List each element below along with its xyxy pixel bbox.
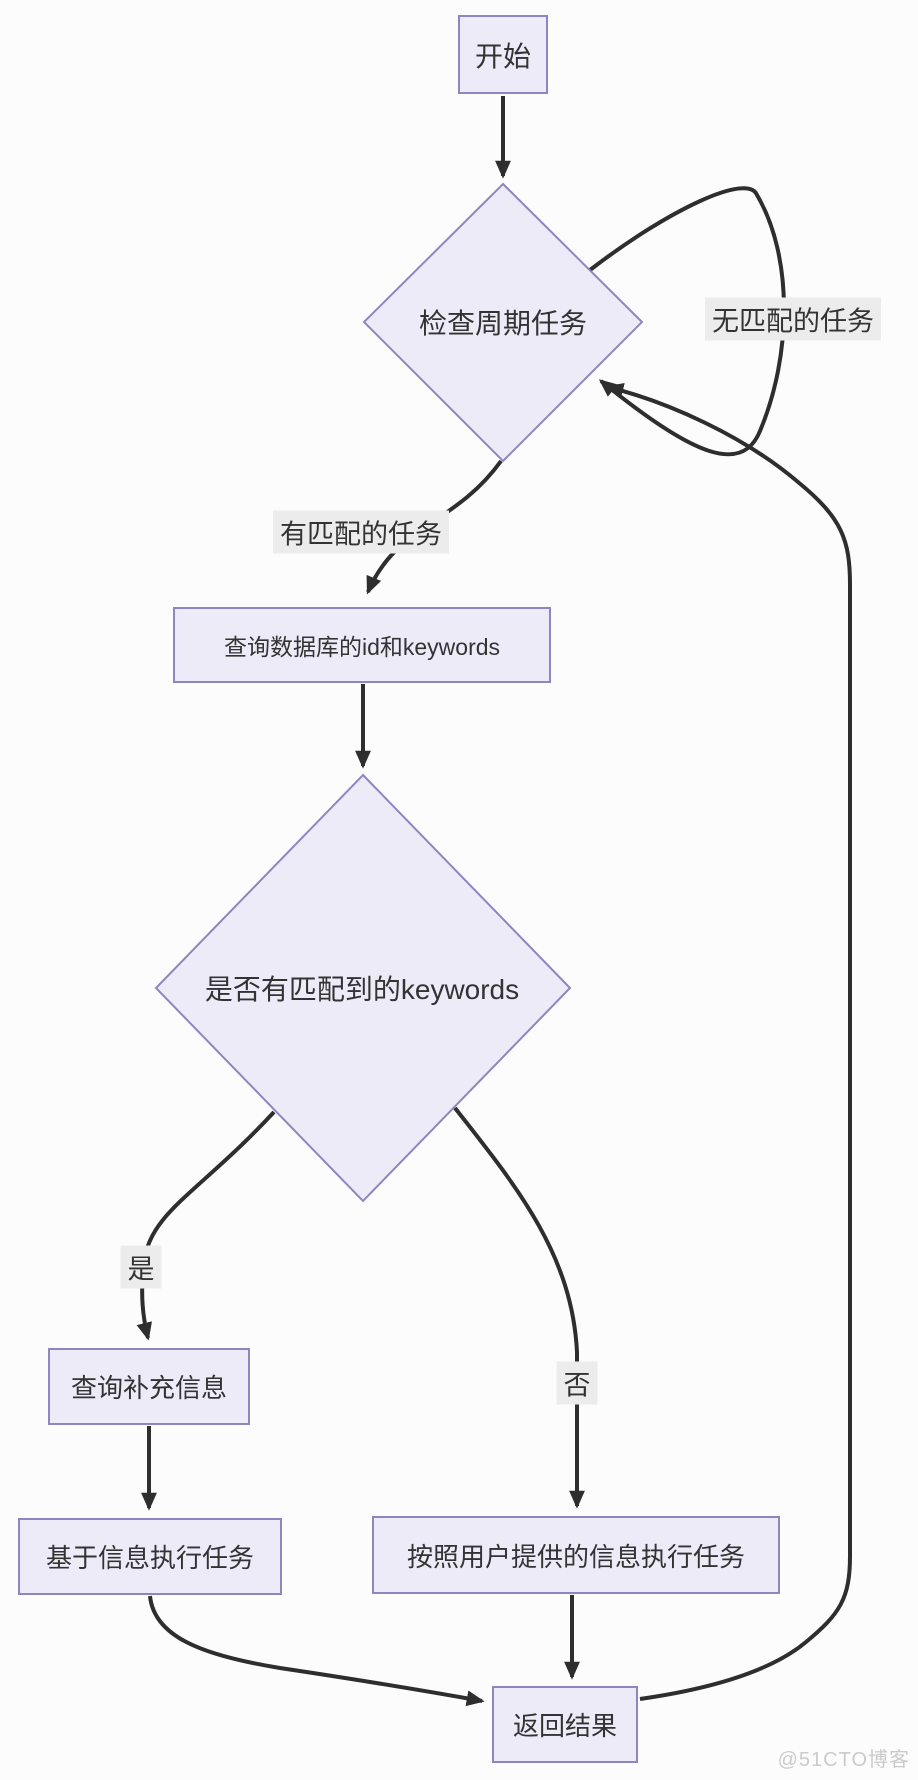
keywords-match-label: 是否有匹配到的keywords — [204, 974, 520, 1005]
return-result-node-label: 返回结果 — [512, 1711, 617, 1741]
query-db-node: 查询数据库的id和keywords — [173, 607, 551, 683]
start-node-label: 开始 — [474, 40, 531, 72]
check-periodic-task-label: 检查周期任务 — [418, 308, 588, 339]
edge-yes-branch — [136, 1110, 276, 1341]
exec-with-info-node: 基于信息执行任务 — [18, 1518, 282, 1595]
has-match-edge-label: 有匹配的任务 — [273, 510, 449, 554]
query-supplement-node-label: 查询补充信息 — [70, 1373, 227, 1403]
edge-execinfo-to-result — [148, 1595, 485, 1707]
query-db-node-label: 查询数据库的id和keywords — [223, 634, 501, 660]
edge-no-branch — [453, 1106, 585, 1509]
exec-with-user-info-node: 按照用户提供的信息执行任务 — [372, 1516, 780, 1594]
edge-result-to-check-return — [605, 383, 852, 1701]
start-node: 开始 — [458, 15, 548, 94]
check-periodic-task-diamond — [362, 182, 644, 463]
51cto-watermark: @51CTO博客 — [777, 1749, 910, 1771]
exec-with-info-node-label: 基于信息执行任务 — [45, 1543, 254, 1573]
keywords-match-diamond — [154, 773, 572, 1203]
return-result-node: 返回结果 — [492, 1686, 638, 1763]
exec-with-user-info-node-label: 按照用户提供的信息执行任务 — [406, 1541, 745, 1572]
no-edge-label: 否 — [556, 1361, 598, 1405]
no-match-edge-label: 无匹配的任务 — [705, 297, 881, 341]
query-supplement-node: 查询补充信息 — [48, 1348, 250, 1425]
yes-edge-label: 是 — [120, 1245, 162, 1289]
